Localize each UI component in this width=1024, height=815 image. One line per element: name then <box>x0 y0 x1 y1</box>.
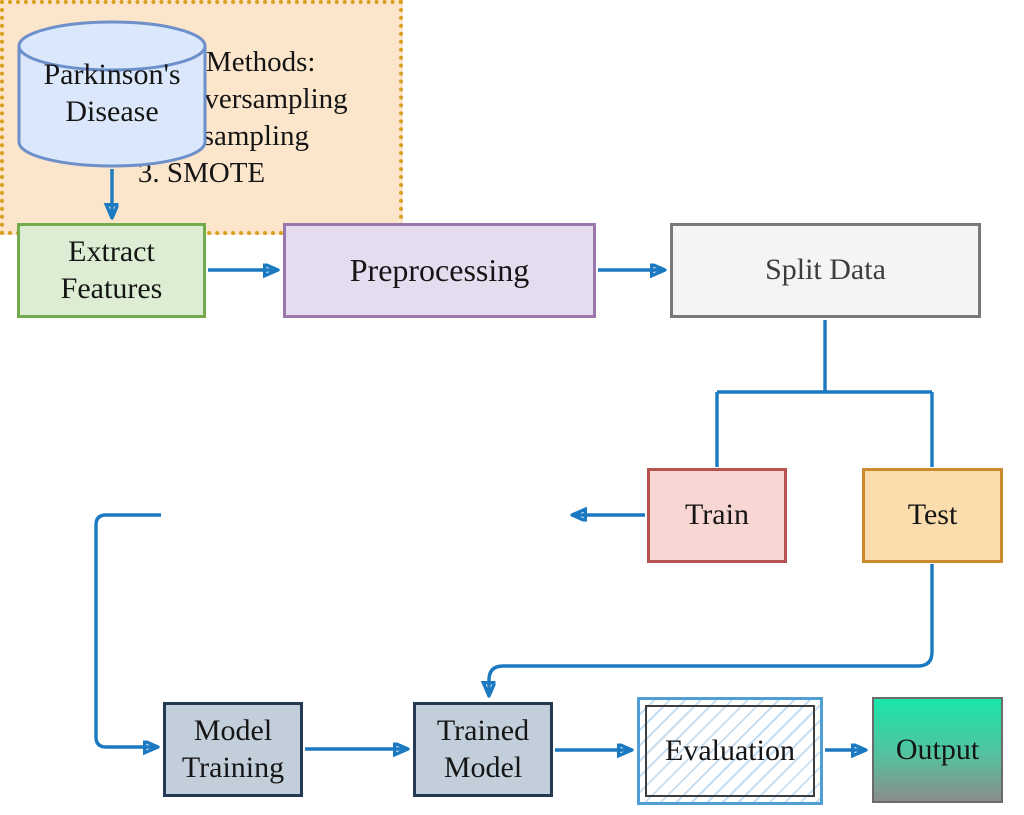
test-node: Test <box>862 468 1003 563</box>
database-node-parkinsons-disease: Parkinson's Disease <box>17 20 207 168</box>
train-node: Train <box>647 468 787 563</box>
connector-splitdata-branch <box>715 320 934 467</box>
arrow-sampling-to-model-training <box>94 513 161 747</box>
train-label: Train <box>685 498 749 532</box>
test-label: Test <box>907 498 958 532</box>
split-data-label: Split Data <box>765 253 886 287</box>
database-label: Parkinson's Disease <box>43 58 181 128</box>
model-training-node: Model Training <box>163 702 303 797</box>
trained-model-label: Trained Model <box>436 713 530 784</box>
extract-features-node: Extract Features <box>17 223 206 318</box>
trained-model-node: Trained Model <box>413 702 553 797</box>
model-training-label: Model Training <box>181 713 285 784</box>
output-node: Output <box>872 697 1003 803</box>
evaluation-label: Evaluation <box>665 733 795 767</box>
extract-features-label: Extract Features <box>60 234 163 305</box>
preprocessing-label: Preprocessing <box>349 251 530 288</box>
cylinder-icon <box>17 20 207 168</box>
preprocessing-node: Preprocessing <box>283 223 596 318</box>
arrow-test-to-trained-model <box>489 564 934 696</box>
evaluation-node: Evaluation <box>637 697 823 805</box>
split-data-node: Split Data <box>670 223 981 318</box>
output-label: Output <box>895 732 980 766</box>
